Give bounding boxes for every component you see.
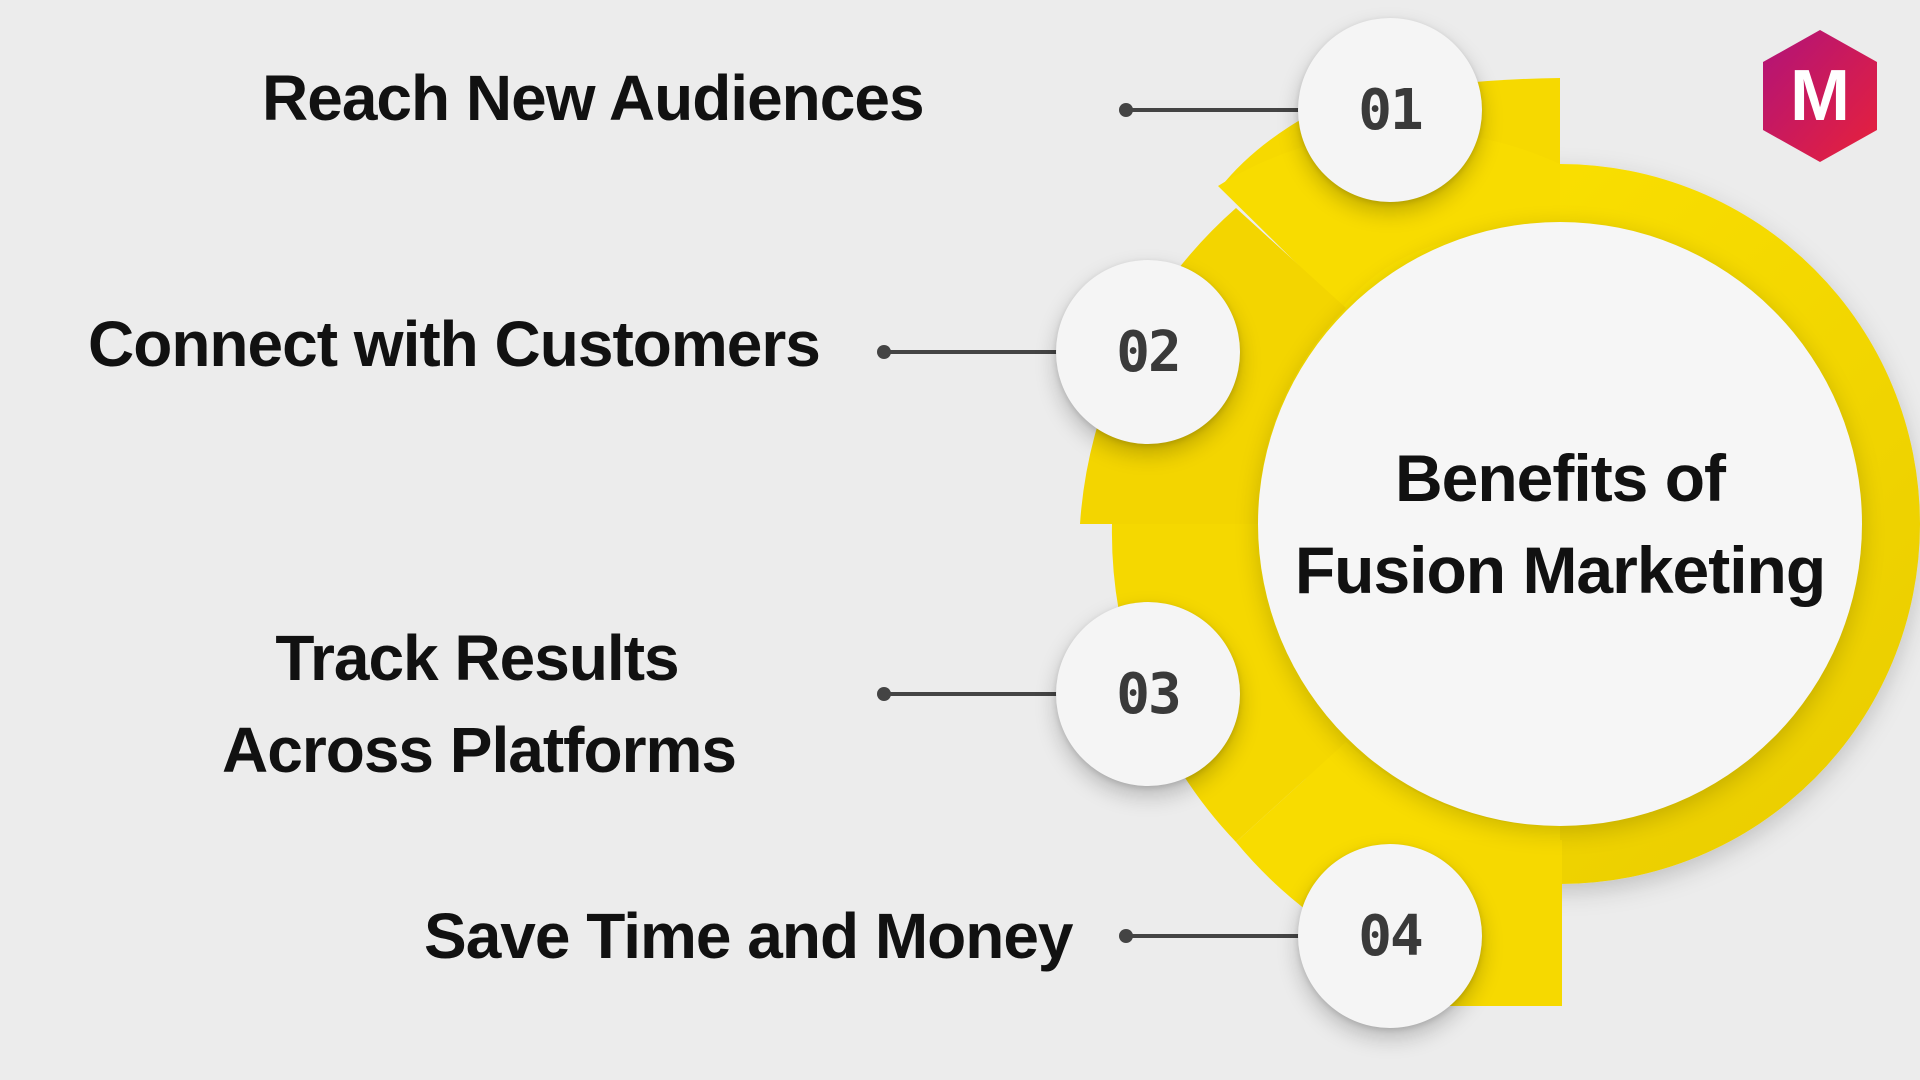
- center-circle: Benefits of Fusion Marketing: [1258, 222, 1862, 826]
- item-label-03-line-1: Track Results: [275, 622, 679, 694]
- item-label-03-line-2: Across Platforms: [222, 714, 737, 786]
- number-circle-01: 01: [1298, 18, 1482, 202]
- center-title-line-2: Fusion Marketing: [1294, 533, 1826, 607]
- item-label-02: Connect with Customers: [88, 298, 821, 390]
- number-circle-04: 04: [1298, 844, 1482, 1028]
- number-01: 01: [1358, 77, 1423, 143]
- logo-letter: M: [1790, 56, 1850, 136]
- item-label-02-line-1: Connect with Customers: [88, 308, 821, 380]
- item-label-01-line-1: Reach New Audiences: [262, 62, 925, 134]
- item-label-04: Save Time and Money: [424, 890, 1073, 982]
- number-04: 04: [1358, 903, 1423, 969]
- item-label-04-line-1: Save Time and Money: [424, 900, 1073, 972]
- center-title-line-1: Benefits of: [1394, 441, 1726, 515]
- number-circle-03: 03: [1056, 602, 1240, 786]
- item-label-03: Track Results Across Platforms: [222, 612, 737, 796]
- yellow-segment-top: [1218, 130, 1560, 308]
- number-03: 03: [1116, 661, 1181, 727]
- brand-logo: M: [1763, 30, 1877, 162]
- number-circle-02: 02: [1056, 260, 1240, 444]
- number-02: 02: [1116, 319, 1181, 385]
- hexagon-icon: [1763, 30, 1877, 162]
- item-label-01: Reach New Audiences: [262, 52, 925, 144]
